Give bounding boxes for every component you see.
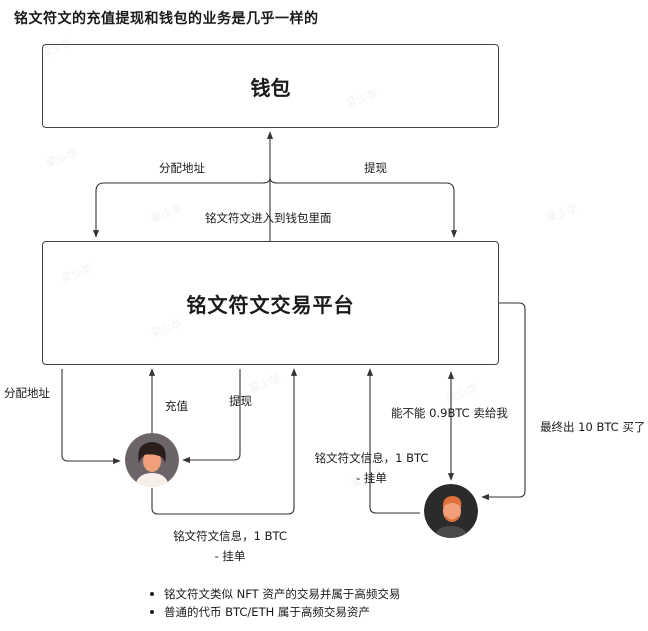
bullet-text: 铭文符文类似 NFT 资产的交易并属于高频交易 [164,587,401,601]
arrow-wallet-to-platform-right [269,177,458,238]
arrow-platform-withdraw-to-user [182,369,241,464]
label-distribute-address-top: 分配地址 [159,161,205,175]
bullet-dot [150,592,154,596]
arrow-right-user-listing [366,368,420,514]
bullet-list: 铭文符文类似 NFT 资产的交易并属于高频交易 普通的代币 BTC/ETH 属于… [150,585,400,621]
label-enter-wallet: 铭文符文进入到钱包里面 [205,211,332,225]
bullet-dot [150,610,154,614]
label-listing-right-line2: - 挂单 [356,471,387,485]
wallet-box: 钱包 [42,44,499,128]
user-avatar-left [125,433,179,487]
label-withdraw-top: 提现 [364,161,387,175]
bullet-text: 普通的代币 BTC/ETH 属于高频交易资产 [164,605,370,619]
diagram-title: 铭文符文的充值提现和钱包的业务是几乎一样的 [14,11,319,27]
label-distribute-address-left: 分配地址 [4,386,50,400]
label-listing-left-line2: - 挂单 [214,549,246,563]
label-listing-right: 铭文符文信息，1 BTC - 挂单 [314,450,429,486]
label-offer: 能不能 0.9BTC 卖给我 [391,406,508,420]
label-deposit: 充值 [165,399,188,413]
arrow-left-user-listing [151,368,298,515]
arrow-wallet-to-platform-left [92,177,271,238]
label-withdraw-left: 提现 [229,394,252,408]
bullet-item: 普通的代币 BTC/ETH 属于高频交易资产 [150,603,400,621]
label-listing-right-line1: 铭文符文信息，1 BTC [314,451,429,465]
label-listing-left-line1: 铭文符文信息，1 BTC [173,529,287,543]
trading-platform-box: 铭文符文交易平台 [42,241,499,365]
arrow-platform-to-left-user [61,369,121,465]
bullet-item: 铭文符文类似 NFT 资产的交易并属于高频交易 [150,585,400,603]
label-listing-left: 铭文符文信息，1 BTC - 挂单 [170,528,290,564]
user-avatar-right [424,484,478,538]
label-final-purchase: 最终出 10 BTC 买了 [540,420,646,434]
arrow-final-purchase [481,302,526,501]
